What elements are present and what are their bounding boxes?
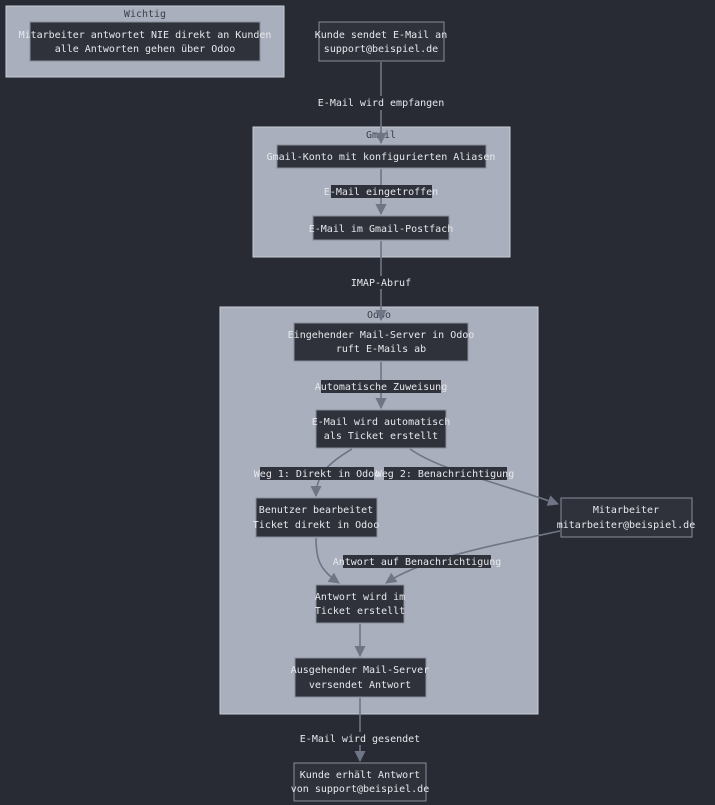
edge-label-imap: IMAP-Abruf xyxy=(351,276,411,289)
svg-text:IMAP-Abruf: IMAP-Abruf xyxy=(351,278,411,289)
node-benutzer-bearbeitet: Benutzer bearbeitet Ticket direkt in Odo… xyxy=(253,497,379,538)
node-ticket-erstellt-line-2: als Ticket erstellt xyxy=(324,431,438,442)
node-kunde-erhaelt-line-1: Kunde erhält Antwort xyxy=(300,770,420,781)
node-ausgehender-server-line-1: Ausgehender Mail-Server xyxy=(291,665,429,676)
node-kunde-sendet-line-1: Kunde sendet E-Mail an xyxy=(315,30,447,41)
edge-mitarbeiter-to-antwort xyxy=(385,530,561,584)
node-mitarbeiter: Mitarbeiter mitarbeiter@beispiel.de xyxy=(557,497,695,538)
node-hinweis-line-2: alle Antworten gehen über Odoo xyxy=(55,44,236,55)
node-gmail-postfach-line-1: E-Mail im Gmail-Postfach xyxy=(309,224,454,235)
edge-label-antwort-benachrichtigung: Antwort auf Benachrichtigung xyxy=(333,555,502,568)
node-ticket-erstellt-line-1: E-Mail wird automatisch xyxy=(312,417,450,428)
cluster-odoo-title: Odoo xyxy=(367,310,391,321)
node-gmail-konto-line-1: Gmail-Konto mit konfigurierten Aliasen xyxy=(267,152,496,163)
node-gmail-postfach: E-Mail im Gmail-Postfach xyxy=(309,215,454,241)
svg-text:Weg 2: Benachrichtigung: Weg 2: Benachrichtigung xyxy=(376,469,514,480)
node-mitarbeiter-line-2: mitarbeiter@beispiel.de xyxy=(557,520,695,531)
cluster-wichtig-title: Wichtig xyxy=(124,9,166,20)
node-kunde-sendet: Kunde sendet E-Mail an support@beispiel.… xyxy=(315,21,447,62)
node-hinweis-line-1: Mitarbeiter antwortet NIE direkt an Kund… xyxy=(19,30,272,41)
edge-label-empfangen: E-Mail wird empfangen xyxy=(318,96,444,110)
node-kunde-erhaelt: Kunde erhält Antwort von support@beispie… xyxy=(291,762,429,802)
node-hinweis: Mitarbeiter antwortet NIE direkt an Kund… xyxy=(19,21,272,62)
node-eingehender-server-line-1: Eingehender Mail-Server in Odoo xyxy=(288,330,475,341)
svg-text:Automatische Zuweisung: Automatische Zuweisung xyxy=(315,382,447,393)
svg-text:E-Mail wird empfangen: E-Mail wird empfangen xyxy=(318,98,444,109)
svg-text:Weg 1: Direkt in Odoo: Weg 1: Direkt in Odoo xyxy=(254,469,380,480)
edge-label-weg1: Weg 1: Direkt in Odoo xyxy=(254,467,380,480)
node-antwort-ticket: Antwort wird im Ticket erstellt xyxy=(315,584,405,624)
svg-text:Antwort auf Benachrichtigung: Antwort auf Benachrichtigung xyxy=(333,557,502,568)
svg-text:E-Mail eingetroffen: E-Mail eingetroffen xyxy=(324,187,438,198)
edge-label-gesendet: E-Mail wird gesendet xyxy=(300,732,420,745)
node-gmail-konto: Gmail-Konto mit konfigurierten Aliasen xyxy=(267,144,496,169)
node-benutzer-bearbeitet-line-2: Ticket direkt in Odoo xyxy=(253,520,379,531)
edge-label-zuweisung: Automatische Zuweisung xyxy=(315,380,447,393)
node-kunde-erhaelt-line-2: von support@beispiel.de xyxy=(291,784,429,795)
svg-text:E-Mail wird gesendet: E-Mail wird gesendet xyxy=(300,734,420,745)
edge-label-weg2: Weg 2: Benachrichtigung xyxy=(376,467,514,480)
node-ausgehender-server: Ausgehender Mail-Server versendet Antwor… xyxy=(291,657,429,698)
node-antwort-ticket-line-2: Ticket erstellt xyxy=(315,606,405,617)
node-eingehender-server-line-2: ruft E-Mails ab xyxy=(336,344,426,355)
node-ticket-erstellt: E-Mail wird automatisch als Ticket erste… xyxy=(312,409,450,449)
node-mitarbeiter-line-1: Mitarbeiter xyxy=(593,505,659,516)
edge-label-eingetroffen: E-Mail eingetroffen xyxy=(324,185,438,198)
node-benutzer-bearbeitet-line-1: Benutzer bearbeitet xyxy=(259,505,373,516)
node-antwort-ticket-line-1: Antwort wird im xyxy=(315,592,405,603)
node-ausgehender-server-line-2: versendet Antwort xyxy=(309,680,411,691)
edge-benutzer-to-antwort xyxy=(315,537,340,584)
node-eingehender-server: Eingehender Mail-Server in Odoo ruft E-M… xyxy=(288,322,475,362)
node-kunde-sendet-line-2: support@beispiel.de xyxy=(324,44,438,55)
